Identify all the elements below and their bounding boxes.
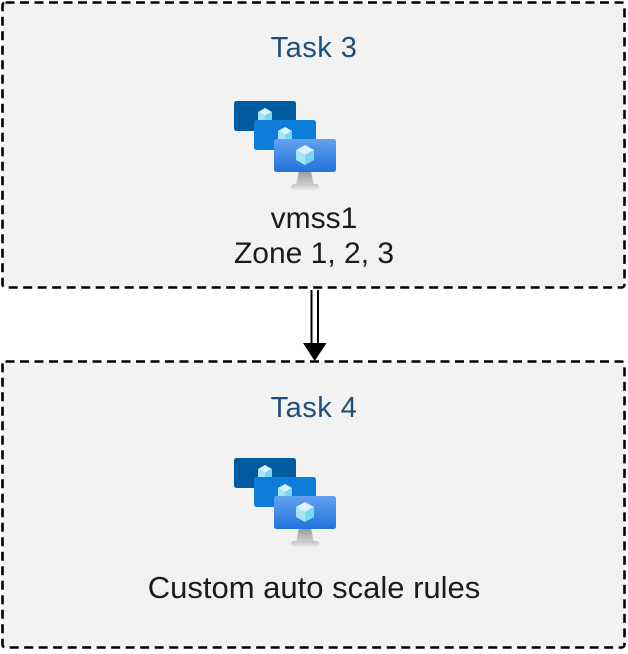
down-arrow-connector	[303, 290, 327, 361]
zone-label: Zone 1, 2, 3	[233, 237, 395, 270]
task3-title: Task 3	[270, 32, 358, 64]
task3-label: vmss1 Zone 1, 2, 3	[0, 201, 628, 271]
task4-title: Task 4	[270, 392, 358, 424]
vmss-name-label: vmss1	[270, 202, 358, 235]
task4-label: Custom auto scale rules	[147, 570, 481, 605]
